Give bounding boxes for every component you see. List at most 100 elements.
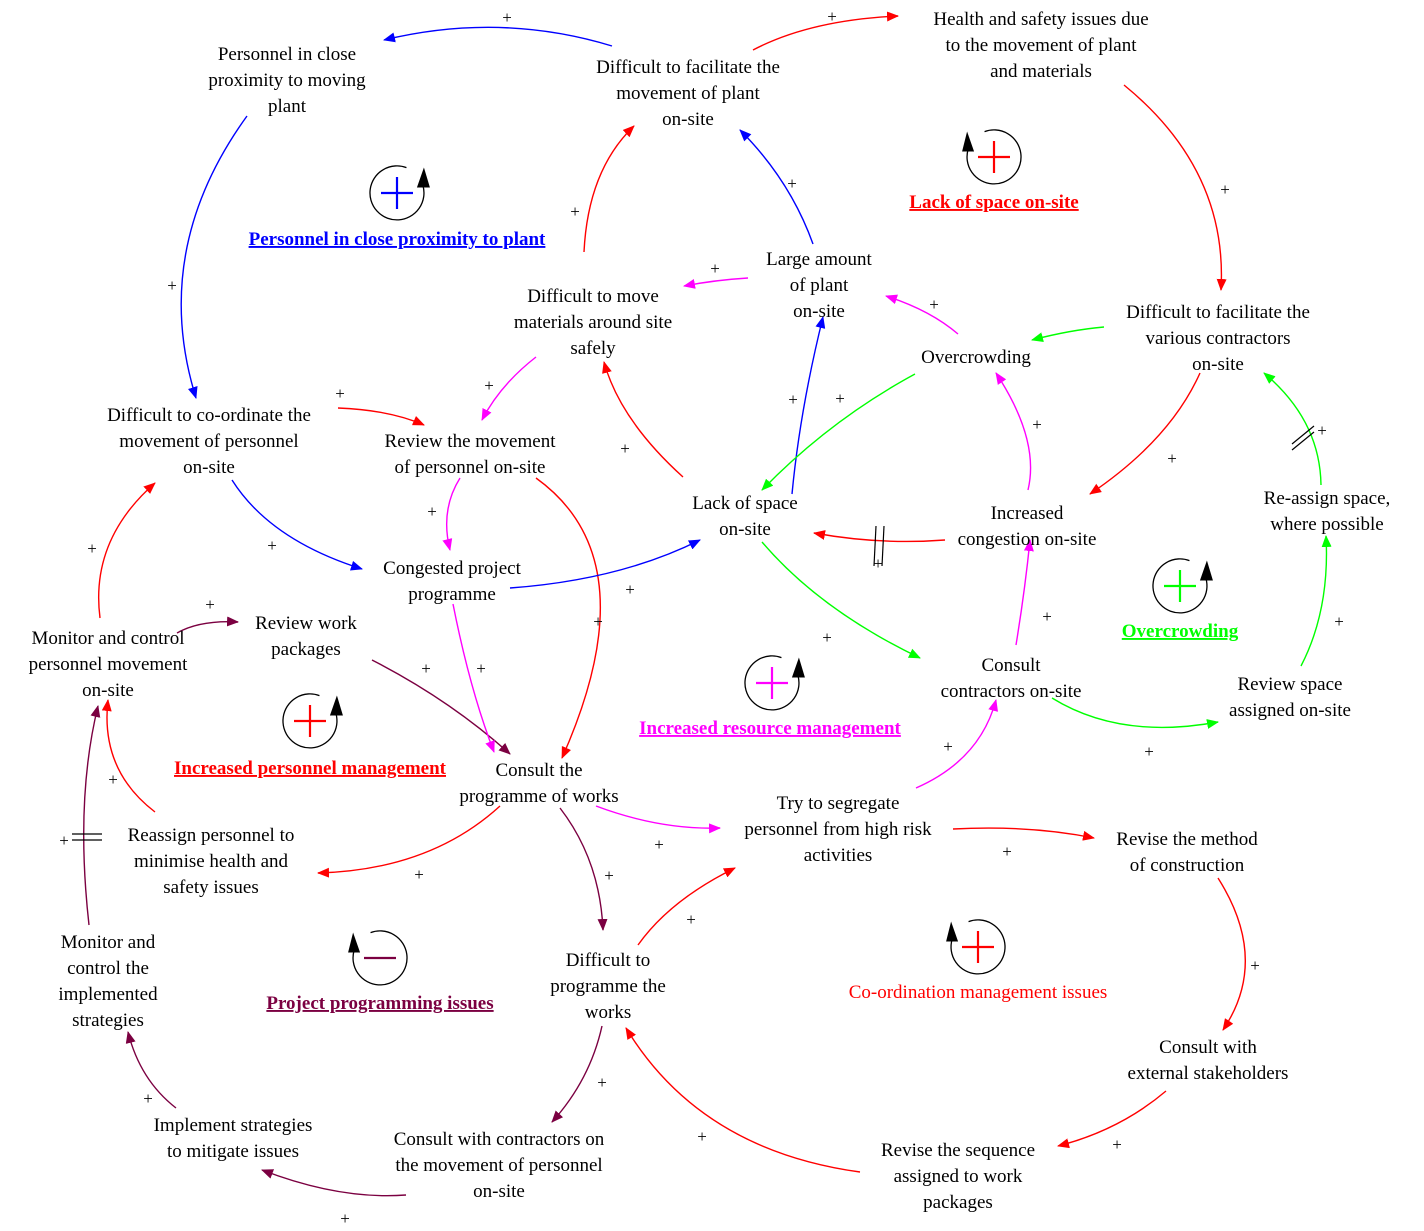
node-line: Large amount	[766, 249, 872, 270]
link-sign-22: +	[1042, 607, 1052, 626]
node-line: activities	[804, 845, 873, 866]
link-maroon-34	[559, 807, 608, 931]
node-large-plant: Large amount of plant on-site	[766, 249, 872, 322]
node-line: the movement of personnel	[395, 1155, 602, 1176]
link-magenta-17	[442, 477, 461, 551]
node-line: on-site	[719, 519, 771, 540]
link-sign-42: +	[340, 1209, 350, 1226]
loop-title: Project programming issues	[266, 993, 493, 1014]
node-line: Revise the method	[1116, 829, 1258, 850]
loop-arc	[966, 129, 1022, 185]
node-line: Implement strategies	[154, 1115, 313, 1136]
node-line: of construction	[1130, 855, 1245, 876]
loop-arc	[282, 693, 338, 749]
node-line: safely	[570, 338, 616, 359]
link-sign-34: +	[414, 865, 424, 884]
node-line: proximity to moving	[208, 70, 366, 91]
node-line: personnel movement	[29, 654, 189, 675]
node-line: movement of plant	[616, 83, 760, 104]
link-red-33	[317, 805, 501, 878]
link-magenta-30	[915, 699, 998, 789]
link-magenta-27	[452, 603, 495, 753]
node-line: personnel from high risk	[744, 819, 932, 840]
link-sign-21: +	[593, 612, 603, 631]
link-sign-12: +	[620, 439, 630, 458]
node-line: various contractors	[1145, 328, 1290, 349]
link-sign-3: +	[570, 202, 580, 221]
node-line: safety issues	[163, 877, 259, 898]
loop-arc	[352, 930, 408, 986]
node-line: programme	[408, 584, 496, 605]
link-sign-41: +	[143, 1089, 153, 1108]
node-line: works	[585, 1002, 631, 1023]
loop-arrowhead	[962, 131, 975, 152]
link-sign-25: +	[421, 659, 431, 678]
link-red-41	[625, 1027, 861, 1173]
link-red-19	[813, 530, 946, 543]
link-red-38	[1217, 877, 1246, 1031]
link-sign-27: +	[1334, 612, 1344, 631]
delay-mark-b-0	[881, 525, 885, 567]
loop-project-programming: Project programming issues	[266, 930, 494, 1014]
loop-arc	[369, 165, 425, 221]
node-line: assigned to work	[894, 1166, 1023, 1187]
node-line: of plant	[790, 275, 849, 296]
loop-arrowhead	[1199, 560, 1213, 581]
node-line: congestion on-site	[958, 529, 1097, 550]
variables: Personnel in close proximity to moving pla…	[29, 9, 1391, 1213]
link-blue-21	[509, 539, 701, 589]
node-line: on-site	[662, 109, 714, 130]
link-maroon-25	[176, 616, 239, 634]
loop-title: Increased personnel management	[174, 758, 447, 779]
node-revise-method: Revise the method of construction	[1116, 829, 1258, 876]
node-line: implemented	[58, 984, 158, 1005]
loop-title: Increased resource management	[639, 718, 901, 739]
loop-arrowhead	[416, 167, 430, 188]
link-magenta-31	[595, 805, 721, 834]
node-line: Increased	[991, 503, 1064, 524]
link-sign-19: +	[625, 580, 635, 599]
node-line: on-site	[1192, 354, 1244, 375]
link-sign-6: +	[167, 276, 177, 295]
node-line: materials around site	[514, 312, 672, 333]
link-blue-18	[231, 479, 363, 571]
node-line: Revise the sequence	[881, 1140, 1035, 1161]
node-line: contractors on-site	[941, 681, 1082, 702]
link-sign-24: +	[205, 595, 215, 614]
link-green-22	[761, 541, 921, 659]
node-line: Personnel in close	[218, 44, 356, 65]
node-line: Overcrowding	[921, 347, 1031, 368]
link-sign-35: +	[604, 866, 614, 885]
link-red-20	[535, 477, 601, 759]
node-line: on-site	[183, 457, 235, 478]
link-sign-33: +	[1002, 842, 1012, 861]
loop-arrowhead	[791, 657, 805, 678]
node-line: on-site	[793, 301, 845, 322]
delay-marks	[72, 425, 1315, 841]
link-magenta-15	[995, 372, 1032, 491]
node-line: Difficult to move	[527, 286, 659, 307]
node-line: Consult	[981, 655, 1041, 676]
link-green-8	[1031, 326, 1105, 343]
loop-title: Personnel in close proximity to plant	[249, 229, 546, 250]
delay-mark-a-0	[873, 525, 877, 567]
node-line: plant	[268, 96, 307, 117]
link-magenta-23	[1015, 539, 1034, 646]
node-overcrowding: Overcrowding	[921, 347, 1031, 368]
node-personnel-proximity: Personnel in close proximity to moving pla…	[208, 44, 366, 117]
link-sign-9: +	[484, 376, 494, 395]
loop-coordination: Co-ordination management issues	[849, 919, 1107, 1003]
link-red-24	[97, 482, 156, 619]
node-line: Reassign personnel to	[128, 825, 295, 846]
